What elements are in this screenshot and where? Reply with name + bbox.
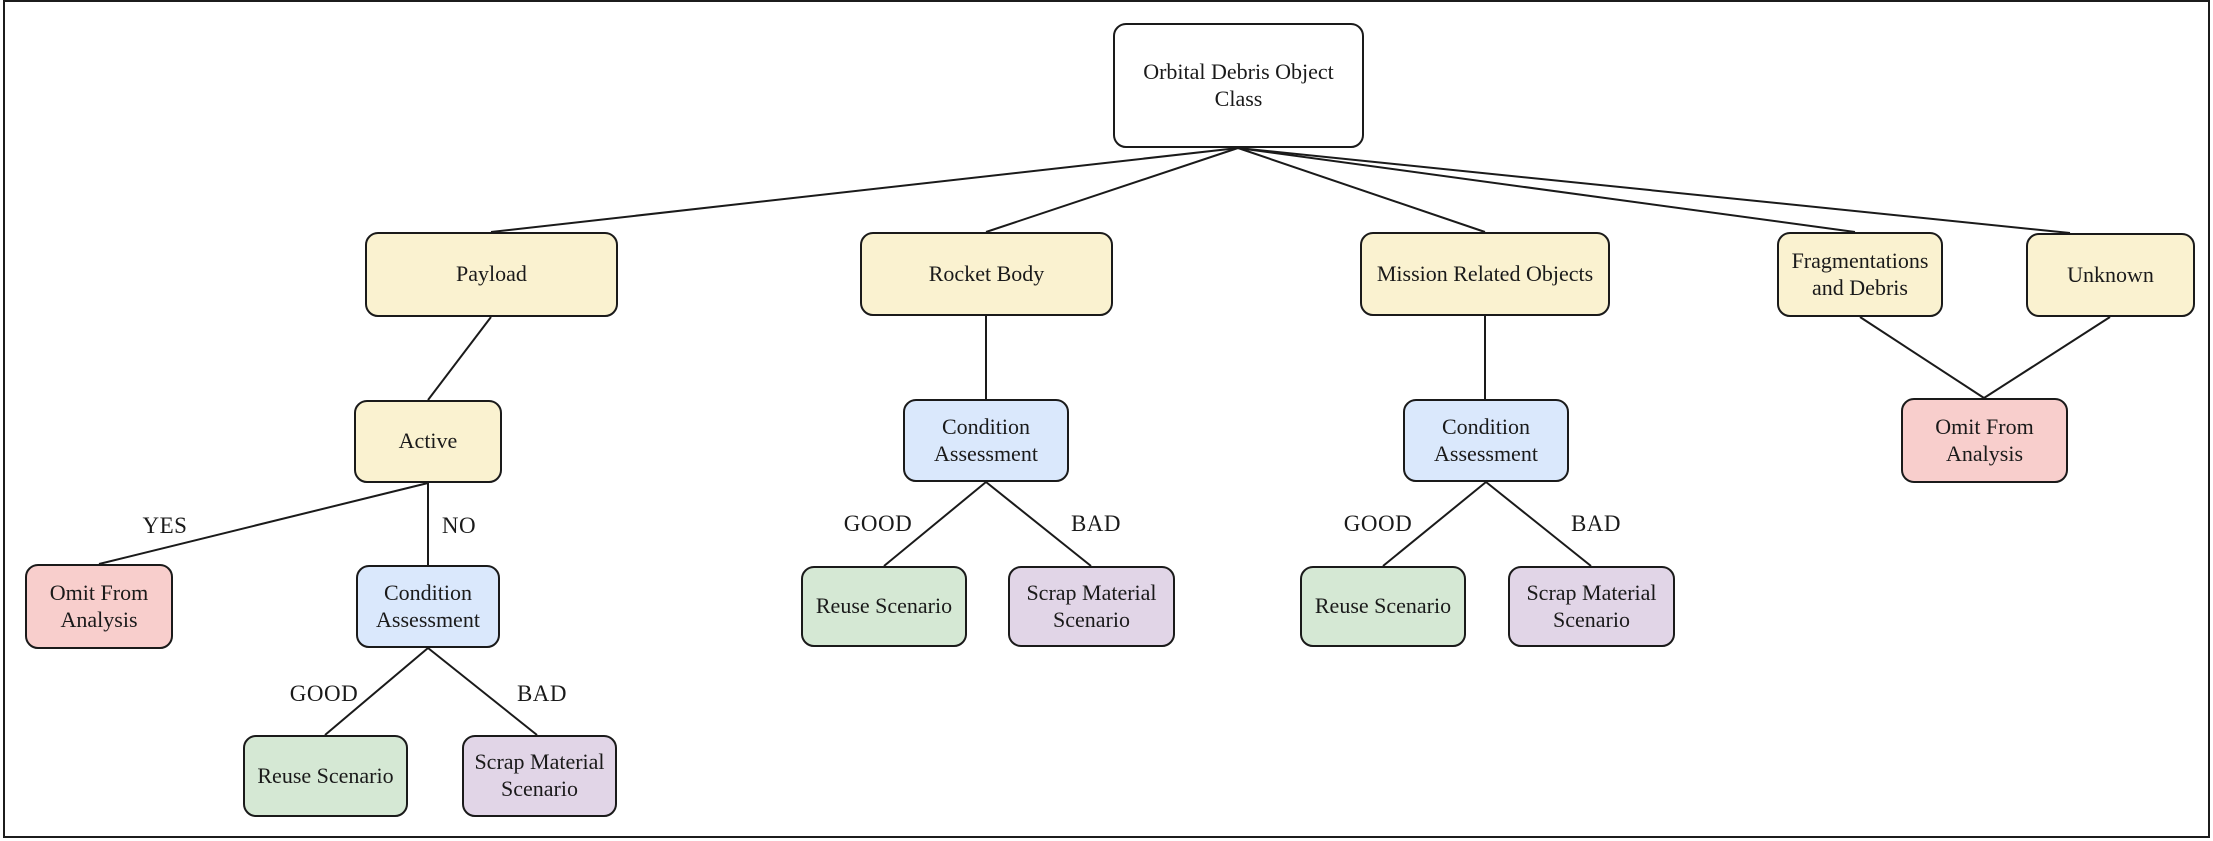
edge-condition-rocket-reuse (883, 481, 987, 567)
node-scrap-material-scenario-rocket: Scrap Material Scenario (1008, 566, 1175, 647)
edge-condition-mission-reuse (1382, 481, 1487, 567)
node-reuse-scenario-mission: Reuse Scenario (1300, 566, 1466, 647)
edge-root-payload (490, 147, 1239, 233)
edge-condition-payload-scrap (427, 647, 538, 736)
node-omit-from-analysis-right: Omit From Analysis (1901, 398, 2068, 483)
edge-label-yes: YES (142, 513, 188, 538)
edge-label-bad-rocket: BAD (1070, 511, 1122, 536)
node-reuse-scenario-payload: Reuse Scenario (243, 735, 408, 817)
edge-label-good-rocket: GOOD (843, 511, 913, 536)
node-fragmentations-and-debris: Fragmentations and Debris (1777, 232, 1943, 317)
edge-fragmentations-omit-right (1859, 316, 1985, 399)
node-condition-assessment-rocket: Condition Assessment (903, 399, 1069, 482)
node-condition-assessment-payload: Condition Assessment (356, 565, 500, 648)
node-active: Active (354, 400, 502, 483)
edge-unknown-omit-right (1983, 316, 2111, 399)
edge-label-no: NO (441, 513, 477, 538)
edge-condition-rocket-scrap (985, 481, 1092, 567)
edge-root-mission-related-objects (1237, 147, 1486, 233)
edge-payload-active (427, 316, 492, 401)
node-unknown: Unknown (2026, 233, 2195, 317)
edge-root-rocket-body (985, 147, 1239, 233)
edge-active-omit-left (98, 482, 429, 565)
edge-label-good-payload: GOOD (289, 681, 359, 706)
node-condition-assessment-mission: Condition Assessment (1403, 399, 1569, 482)
node-omit-from-analysis-left: Omit From Analysis (25, 564, 173, 649)
node-reuse-scenario-rocket: Reuse Scenario (801, 566, 967, 647)
node-root: Orbital Debris Object Class (1113, 23, 1364, 148)
edge-root-fragmentations (1237, 147, 1856, 233)
edge-label-bad-mission: BAD (1570, 511, 1622, 536)
node-rocket-body: Rocket Body (860, 232, 1113, 316)
edge-condition-payload-reuse (324, 647, 429, 736)
node-scrap-material-scenario-mission: Scrap Material Scenario (1508, 566, 1675, 647)
node-scrap-material-scenario-payload: Scrap Material Scenario (462, 735, 617, 817)
node-mission-related-objects: Mission Related Objects (1360, 232, 1610, 316)
node-payload: Payload (365, 232, 618, 317)
edge-label-good-mission: GOOD (1343, 511, 1413, 536)
edge-condition-mission-scrap (1485, 481, 1592, 567)
edge-root-unknown (1237, 147, 2071, 234)
edge-label-bad-payload: BAD (516, 681, 568, 706)
